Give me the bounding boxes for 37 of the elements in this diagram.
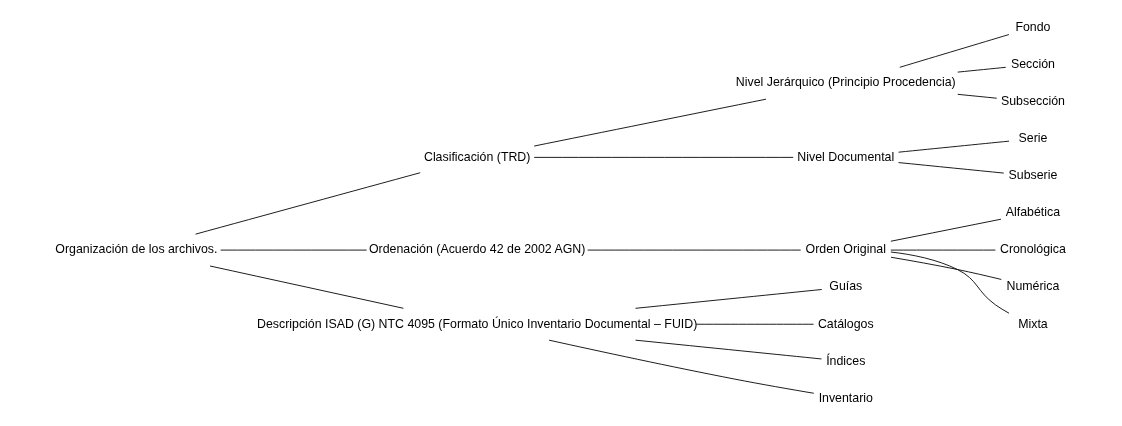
- node-text: Inventario: [818, 390, 873, 405]
- node-text: Índices: [825, 353, 865, 368]
- connector: [898, 34, 1009, 68]
- connector: [889, 218, 1001, 242]
- connector: [634, 289, 822, 309]
- connector: [897, 162, 1004, 174]
- connector: [695, 323, 814, 325]
- node-text: Subsección: [1000, 94, 1065, 109]
- connector: [890, 256, 1002, 280]
- node-text: Subserie: [1008, 168, 1057, 183]
- node-text: Serie: [1018, 131, 1047, 146]
- node-text: Numérica: [1006, 279, 1059, 294]
- connector: [897, 140, 1009, 153]
- connector: [634, 339, 822, 360]
- node-text: Ordenación (Acuerdo 42 de 2002 AGN): [368, 242, 585, 257]
- connector: [889, 249, 996, 251]
- node-text: Cronológica: [999, 242, 1066, 257]
- connector: [548, 339, 814, 394]
- node-text: Descripción ISAD (G) NTC 4095 (Formato Único Inventario Documental – FUID): [256, 316, 697, 331]
- node-text: Guías: [828, 279, 862, 294]
- connector: [956, 66, 1006, 73]
- connector: [209, 265, 404, 309]
- node-text: Fondo: [1014, 19, 1050, 34]
- connector: [533, 156, 794, 158]
- node-text: Orden Original: [805, 242, 886, 257]
- connector: [889, 251, 1009, 314]
- node-text: Sección: [1010, 56, 1055, 71]
- node-text: Organización de los archivos.: [54, 242, 217, 257]
- connector: [194, 172, 421, 235]
- node-text: Mixta: [1017, 316, 1048, 331]
- node-text: Alfabética: [1005, 205, 1060, 220]
- connector: [533, 98, 766, 147]
- node-text: Nivel Jerárquico (Principio Procedencia): [735, 75, 956, 90]
- node-text: Clasificación (TRD): [423, 149, 530, 164]
- node-text: Nivel Documental: [796, 149, 894, 164]
- node-text: Catálogos: [817, 316, 874, 331]
- connector: [956, 93, 997, 99]
